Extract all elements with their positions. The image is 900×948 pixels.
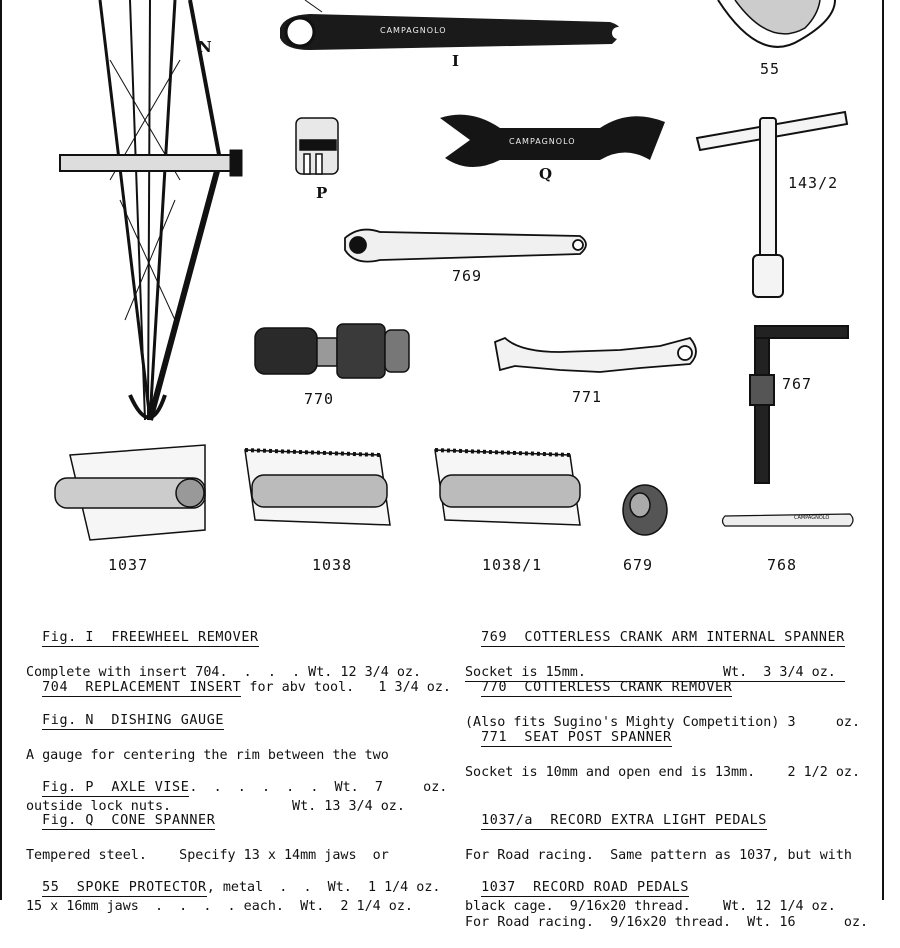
- figure-label-768: 768: [767, 556, 798, 574]
- figure-label-q: Q: [539, 165, 553, 183]
- entry-title: 769 COTTERLESS CRANK ARM INTERNAL SPANNE…: [481, 630, 845, 647]
- spanner-769: [344, 228, 587, 263]
- entry-road-pedals: 1037 RECORD ROAD PEDALS For Road racing.…: [465, 862, 868, 948]
- wrench-q-engraving: CAMPAGNOLO: [509, 137, 576, 146]
- figure-label-n: N: [198, 38, 212, 56]
- entry-title: 1037/a RECORD EXTRA LIGHT PEDALS: [481, 813, 767, 830]
- wrench-i: [280, 0, 624, 50]
- entry-title: Fig. I FREEWHEEL REMOVER: [42, 630, 259, 647]
- entry-seat-post-spanner: 771 SEAT POST SPANNER Socket is 10mm and…: [465, 712, 860, 798]
- wrench-i-engraving: CAMPAGNOLO: [380, 26, 447, 35]
- entry-title-extra: for abv tool. 1 3/4 oz.: [241, 680, 451, 695]
- entry-title: Fig. P AXLE VISE: [42, 780, 190, 797]
- seat-post-spanner-771: [493, 336, 697, 373]
- entry-title: Fig. Q CONE SPANNER: [42, 813, 216, 830]
- spanner-768: [721, 513, 854, 527]
- entry-dishing-gauge: Fig. N DISHING GAUGE A gauge for centeri…: [26, 695, 405, 832]
- t-wrench-143-2: [695, 110, 849, 298]
- entry-title: 1037 RECORD ROAD PEDALS: [481, 880, 690, 897]
- figure-label-1037: 1037: [108, 556, 149, 574]
- entry-axle-vise: Fig. P AXLE VISE. . . . . . Wt. 7 oz.: [26, 762, 447, 797]
- cone-spanner-q: [440, 114, 665, 168]
- entry-title: 704 REPLACEMENT INSERT: [42, 680, 242, 697]
- entry-line: For Road racing. Same pattern as 1037, b…: [465, 848, 852, 863]
- entry-freewheel-remover: Fig. I FREEWHEEL REMOVER Complete with i…: [26, 612, 421, 698]
- crank-remover-770: [254, 323, 410, 379]
- entry-line: A gauge for centering the rim between th…: [26, 748, 389, 763]
- tag-704: 704: [300, 0, 319, 2]
- l-wrench-767: [749, 325, 849, 484]
- page-frame: [0, 0, 884, 900]
- entry-title-extra: , metal . . Wt. 1 1/4 oz.: [206, 880, 441, 895]
- pedal-1038-1: [434, 448, 581, 526]
- spoke-protector-55: [717, 0, 836, 48]
- figure-label-1038-1: 1038/1: [482, 556, 543, 574]
- axle-vise-p: [295, 117, 339, 175]
- entry-title: 770 COTTERLESS CRANK REMOVER: [481, 680, 733, 697]
- entry-title-extra: . . . . . . Wt. 7 oz.: [189, 780, 448, 795]
- entry-replacement-insert: 704 REPLACEMENT INSERT for abv tool. 1 3…: [26, 662, 451, 697]
- entry-crank-arm-spanner: 769 COTTERLESS CRANK ARM INTERNAL SPANNE…: [465, 612, 845, 699]
- entry-spoke-protector: 55 SPOKE PROTECTOR, metal . . Wt. 1 1/4 …: [26, 862, 441, 897]
- pedal-1037: [54, 444, 206, 541]
- figure-label-1038: 1038: [312, 556, 353, 574]
- entry-line: outside lock nuts. Wt. 13 3/4 oz.: [26, 799, 405, 814]
- entry-line: Socket is 10mm and open end is 13mm. 2 1…: [465, 765, 861, 780]
- spanner-768-engraving: CAMPAGNOLO: [794, 515, 830, 521]
- tools-illustration: [54, 0, 854, 541]
- figure-label-679: 679: [623, 556, 654, 574]
- figure-label-767: 767: [782, 375, 813, 393]
- pedal-1038: [244, 448, 391, 526]
- dishing-gauge-n: [59, 0, 243, 421]
- figure-label-143-2: 143/2: [788, 174, 839, 192]
- entry-line: Socket is 15mm. Wt. 3 3/4 oz.: [465, 664, 845, 682]
- figure-label-i: I: [452, 52, 460, 70]
- figure-label-771: 771: [572, 388, 603, 406]
- figure-label-770: 770: [304, 390, 335, 408]
- figure-label-55: 55: [760, 60, 781, 78]
- entry-title: Fig. N DISHING GAUGE: [42, 713, 225, 730]
- figure-label-p: P: [316, 184, 328, 202]
- entry-title: 55 SPOKE PROTECTOR: [42, 880, 207, 897]
- entry-crank-remover: 770 COTTERLESS CRANK REMOVER (Also fits …: [465, 662, 860, 748]
- entry-line: For Road racing. 9/16x20 thread. Wt. 16 …: [465, 915, 869, 930]
- entry-line: Tempered steel. Specify 13 x 14mm jaws o…: [26, 848, 389, 863]
- entry-line: Complete with insert 704. . . . Wt. 12 3…: [26, 665, 422, 680]
- figure-label-769: 769: [452, 267, 483, 285]
- entry-title: 771 SEAT POST SPANNER: [481, 730, 672, 747]
- entry-line: 15 x 16mm jaws . . . . each. Wt. 2 1/4 o…: [26, 899, 413, 914]
- entry-line: (Also fits Sugino's Mighty Competition) …: [465, 715, 861, 730]
- dust-cap-679: [622, 484, 668, 536]
